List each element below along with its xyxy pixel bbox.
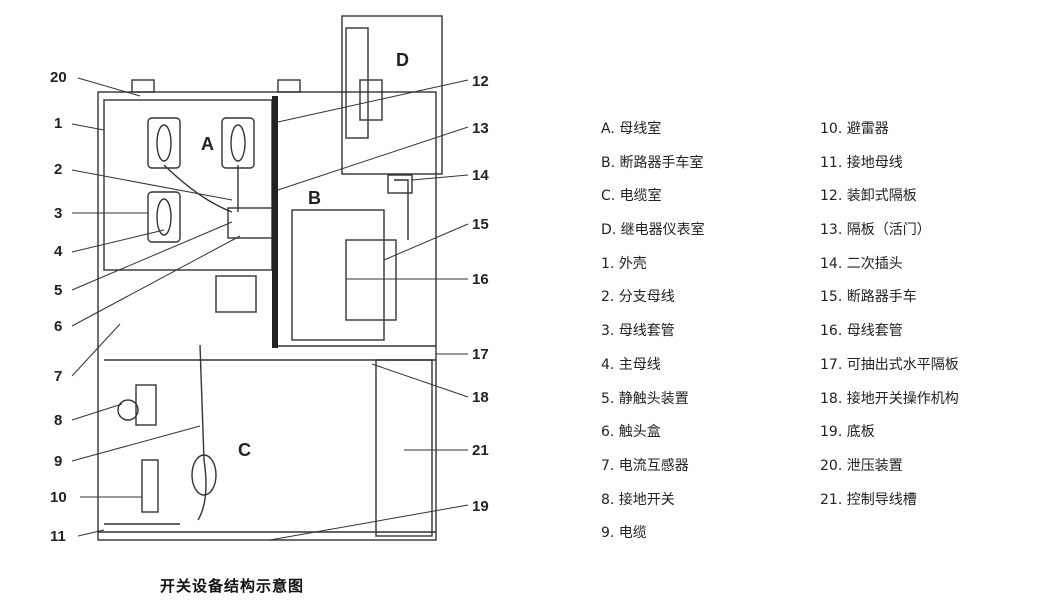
leader-14 [411, 174, 469, 181]
bushing-1-core [156, 124, 172, 162]
callout-20: 20 [50, 69, 67, 86]
legend-item: 21. 控制导线槽 [820, 491, 917, 508]
callout-16: 16 [472, 271, 489, 288]
enclosure-outline [97, 91, 437, 541]
compartment-label-b: B [308, 188, 321, 208]
legend-item: D. 继电器仪表室 [601, 222, 705, 239]
breaker-truck [291, 209, 385, 341]
leader-12 [277, 79, 469, 123]
leader-4 [71, 229, 165, 253]
legend-item: 10. 避雷器 [820, 121, 889, 137]
earthing-switch [117, 399, 139, 421]
callout-13: 13 [472, 120, 489, 137]
cable-termination [191, 454, 217, 496]
surge-arrester [141, 459, 159, 513]
callout-17: 17 [472, 346, 489, 363]
legend-item: 4. 主母线 [601, 356, 661, 373]
legend-item: 12. 装卸式隔板 [820, 188, 917, 205]
lifting-lug-left [131, 79, 155, 93]
legend-item: 19. 底板 [820, 424, 875, 441]
leader-6 [71, 235, 241, 327]
legend-item: 8. 接地开关 [601, 491, 675, 508]
bushing-3-core [156, 198, 172, 236]
removable-partition [272, 96, 278, 348]
callout-21: 21 [472, 442, 489, 459]
callout-7: 7 [54, 368, 62, 385]
branch-busbar [163, 164, 239, 213]
legend-item: C. 电缆室 [601, 188, 662, 205]
callout-6: 6 [54, 318, 62, 335]
legend-item: 7. 电流互感器 [601, 457, 689, 474]
leader-15 [383, 223, 469, 261]
leader-18 [371, 363, 469, 398]
legend-item: 17. 可抽出式水平隔板 [820, 356, 959, 373]
legend-item: 2. 分支母线 [601, 289, 675, 306]
callout-15: 15 [472, 216, 489, 233]
legend-item: 13. 隔板（活门） [820, 222, 931, 239]
legend-left-column: A. 母线室 B. 断路器手车室 C. 电缆室 D. 继电器仪表室 1. 外壳 … [601, 113, 705, 551]
leader-5 [71, 221, 233, 291]
breaker-truck-inner [345, 239, 397, 321]
callout-11: 11 [50, 528, 66, 545]
secondary-plug-cable [394, 179, 409, 240]
callout-9: 9 [54, 453, 62, 470]
legend-item: 9. 电缆 [601, 525, 647, 542]
leader-8 [71, 403, 123, 421]
relay-box [359, 79, 383, 121]
leader-11 [77, 529, 105, 537]
callout-1: 1 [54, 115, 62, 132]
compartment-label-c: C [238, 440, 251, 460]
secondary-plug [387, 174, 413, 194]
legend-item: 20. 泄压装置 [820, 457, 903, 474]
current-transformer [215, 275, 257, 313]
relay-panel-inner [345, 27, 369, 139]
legend-item: 3. 母线套管 [601, 323, 675, 340]
callout-4: 4 [54, 243, 63, 260]
callout-19: 19 [472, 498, 489, 515]
bushing-1 [147, 117, 181, 169]
figure-caption: 开关设备结构示意图 [160, 577, 305, 595]
legend-item: B. 断路器手车室 [601, 154, 704, 171]
callout-3: 3 [54, 205, 62, 222]
legend-item: 16. 母线套管 [820, 323, 903, 340]
leader-19 [269, 504, 469, 541]
compartment-label-a: A [201, 134, 214, 154]
legend-item: 1. 外壳 [601, 255, 647, 272]
legend-right-column: 10. 避雷器 11. 接地母线 12. 装卸式隔板 13. 隔板（活门） 14… [820, 113, 959, 517]
leader-1 [71, 123, 105, 131]
bushing-3 [147, 191, 181, 243]
switchgear-diagram: A B C D 20 1 2 3 4 5 6 7 8 9 10 11 12 13… [50, 15, 489, 545]
control-wire-duct [375, 359, 433, 537]
lifting-lug-right [277, 79, 301, 93]
bushing-2-core [230, 124, 246, 162]
callout-12: 12 [472, 73, 489, 90]
power-cable [197, 344, 207, 521]
busbar-compartment-outline [103, 99, 273, 271]
contact-box [227, 207, 277, 239]
earthing-switch-spring [135, 384, 157, 426]
relay-compartment-outline [341, 15, 443, 175]
callout-8: 8 [54, 412, 62, 429]
callout-18: 18 [472, 389, 489, 406]
leader-20 [77, 77, 141, 97]
legend-item: 14. 二次插头 [820, 255, 903, 272]
legend-item: A. 母线室 [601, 121, 662, 137]
callout-2: 2 [54, 161, 62, 178]
leader-7 [71, 323, 121, 377]
callout-14: 14 [472, 167, 489, 184]
leader-2 [71, 169, 233, 201]
legend-item: 5. 静触头装置 [601, 390, 689, 407]
legend-item: 6. 触头盒 [601, 424, 661, 441]
callout-10: 10 [50, 489, 67, 506]
leader-13 [277, 126, 469, 191]
leader-9 [71, 425, 201, 462]
legend-item: 11. 接地母线 [820, 154, 903, 171]
legend-item: 18. 接地开关操作机构 [820, 390, 959, 407]
compartment-label-d: D [396, 50, 409, 70]
callout-5: 5 [54, 282, 62, 299]
legend-item: 15. 断路器手车 [820, 289, 917, 306]
